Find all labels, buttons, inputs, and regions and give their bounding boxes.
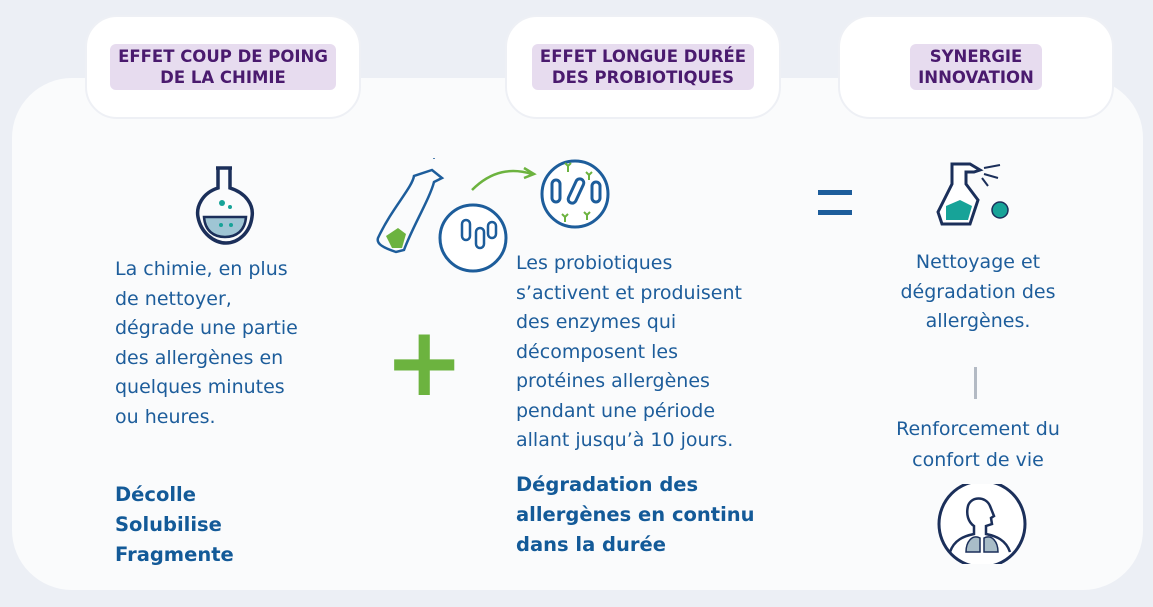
divider (974, 367, 977, 399)
equals-operator-bar (818, 210, 852, 215)
plus-operator: + (384, 306, 465, 418)
breathing-lungs-icon (937, 484, 1027, 564)
equals-operator (818, 190, 852, 195)
probiotic-spray-icon (376, 158, 610, 273)
flask-icon (195, 166, 255, 245)
spray-bottle-virus-icon (936, 162, 1009, 226)
bacteria-icon (460, 218, 498, 250)
